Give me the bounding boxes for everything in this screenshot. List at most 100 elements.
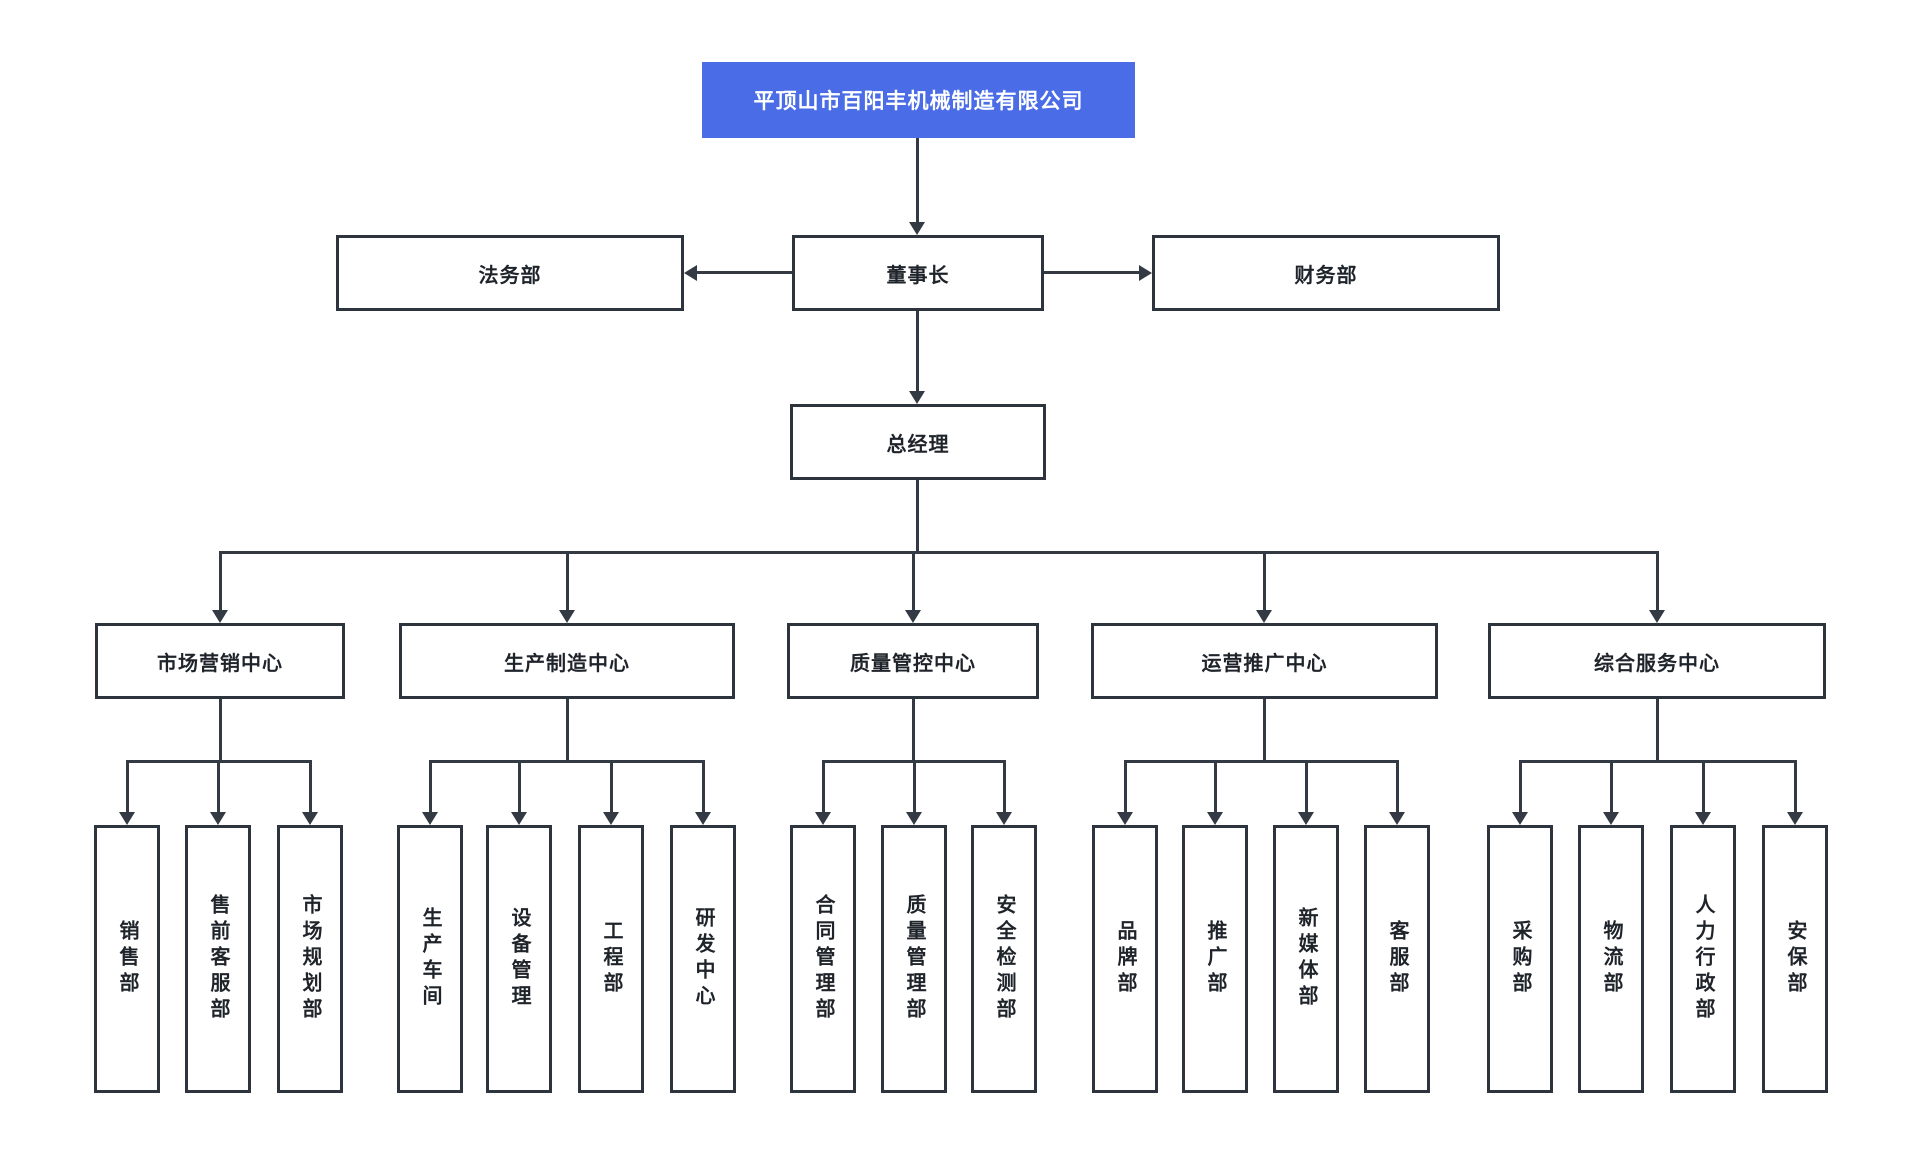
connector-operations-bar bbox=[1124, 760, 1399, 763]
node-services-center: 综合服务中心 bbox=[1488, 623, 1826, 699]
connector-drop-leaf bbox=[126, 760, 129, 813]
node-marketing-center: 市场营销中心 bbox=[95, 623, 345, 699]
arrowhead-chairman-to-finance bbox=[1139, 265, 1152, 281]
customer-service-dept-label: 客服部 bbox=[1386, 920, 1408, 998]
security-dept-label: 安保部 bbox=[1784, 920, 1806, 998]
arrowhead-drop-leaf bbox=[695, 812, 711, 825]
connector-drop-services bbox=[1656, 551, 1659, 611]
connector-drop-leaf bbox=[1702, 760, 1705, 813]
connector-services-stem bbox=[1656, 699, 1659, 763]
rnd-center-label: 研发中心 bbox=[692, 907, 714, 1011]
node-production-workshop: 生产车间 bbox=[397, 825, 463, 1093]
arrowhead-drop-leaf bbox=[119, 812, 135, 825]
connector-chairman-to-gm bbox=[916, 311, 919, 392]
connector-drop-leaf bbox=[822, 760, 825, 813]
connector-drop-leaf bbox=[1003, 760, 1006, 813]
node-customer-service-dept: 客服部 bbox=[1364, 825, 1430, 1093]
finance-dept-label: 财务部 bbox=[1294, 264, 1358, 287]
connector-services-bar bbox=[1519, 760, 1797, 763]
connector-drop-leaf bbox=[217, 760, 220, 813]
arrowhead-drop-leaf bbox=[815, 812, 831, 825]
brand-dept-label: 品牌部 bbox=[1114, 920, 1136, 998]
connector-drop-production bbox=[566, 551, 569, 611]
hr-admin-dept-label: 人力行政部 bbox=[1692, 894, 1714, 1024]
arrowhead-drop-leaf bbox=[422, 812, 438, 825]
arrowhead-drop-quality bbox=[905, 610, 921, 623]
operations-center-label: 运营推广中心 bbox=[1201, 652, 1328, 675]
arrowhead-chairman-to-legal bbox=[684, 265, 697, 281]
connector-drop-leaf bbox=[1124, 760, 1127, 813]
arrowhead-drop-leaf bbox=[302, 812, 318, 825]
connector-drop-quality bbox=[912, 551, 915, 611]
node-safety-inspection-dept: 安全检测部 bbox=[971, 825, 1037, 1093]
connector-drop-operations bbox=[1263, 551, 1266, 611]
arrowhead-drop-leaf bbox=[1512, 812, 1528, 825]
node-brand-dept: 品牌部 bbox=[1092, 825, 1158, 1093]
arrowhead-drop-leaf bbox=[1787, 812, 1803, 825]
connector-distribution-bar bbox=[219, 551, 1659, 554]
engineering-dept-label: 工程部 bbox=[600, 920, 622, 998]
connector-quality-stem bbox=[912, 699, 915, 763]
connector-drop-leaf bbox=[913, 760, 916, 813]
arrowhead-drop-leaf bbox=[1298, 812, 1314, 825]
arrowhead-drop-leaf bbox=[906, 812, 922, 825]
promotion-dept-label: 推广部 bbox=[1204, 920, 1226, 998]
node-contract-management-dept: 合同管理部 bbox=[790, 825, 856, 1093]
connector-chairman-to-legal bbox=[697, 271, 792, 274]
production-workshop-label: 生产车间 bbox=[419, 907, 441, 1011]
safety-inspection-dept-label: 安全检测部 bbox=[993, 894, 1015, 1024]
connector-gm-stem bbox=[916, 480, 919, 554]
connector-marketing-stem bbox=[219, 699, 222, 763]
node-engineering-dept: 工程部 bbox=[578, 825, 644, 1093]
connector-drop-leaf bbox=[1794, 760, 1797, 813]
arrowhead-drop-leaf bbox=[1207, 812, 1223, 825]
node-production-center: 生产制造中心 bbox=[399, 623, 735, 699]
company-root-label: 平顶山市百阳丰机械制造有限公司 bbox=[753, 90, 1084, 113]
node-operations-center: 运营推广中心 bbox=[1091, 623, 1438, 699]
arrowhead-drop-marketing bbox=[212, 610, 228, 623]
production-center-label: 生产制造中心 bbox=[504, 652, 630, 675]
contract-management-dept-label: 合同管理部 bbox=[812, 894, 834, 1024]
procurement-dept-label: 采购部 bbox=[1509, 920, 1531, 998]
arrowhead-drop-leaf bbox=[210, 812, 226, 825]
arrowhead-chairman-to-gm bbox=[909, 391, 925, 404]
connector-operations-stem bbox=[1263, 699, 1266, 763]
sales-dept-label: 销售部 bbox=[116, 920, 138, 998]
node-company-root: 平顶山市百阳丰机械制造有限公司 bbox=[702, 62, 1135, 138]
equipment-management-label: 设备管理 bbox=[508, 907, 530, 1011]
market-planning-dept-label: 市场规划部 bbox=[299, 894, 321, 1024]
marketing-center-label: 市场营销中心 bbox=[157, 652, 283, 675]
chairman-label: 董事长 bbox=[886, 264, 950, 287]
node-chairman: 董事长 bbox=[792, 235, 1044, 311]
arrowhead-drop-leaf bbox=[1117, 812, 1133, 825]
arrowhead-drop-leaf bbox=[1603, 812, 1619, 825]
node-finance-dept: 财务部 bbox=[1152, 235, 1500, 311]
node-new-media-dept: 新媒体部 bbox=[1273, 825, 1339, 1093]
node-equipment-management: 设备管理 bbox=[486, 825, 552, 1093]
connector-drop-marketing bbox=[219, 551, 222, 611]
connector-drop-leaf bbox=[1519, 760, 1522, 813]
node-market-planning-dept: 市场规划部 bbox=[277, 825, 343, 1093]
arrowhead-drop-leaf bbox=[996, 812, 1012, 825]
node-promotion-dept: 推广部 bbox=[1182, 825, 1248, 1093]
connector-root-to-chairman bbox=[916, 138, 919, 223]
node-quality-management-dept: 质量管理部 bbox=[881, 825, 947, 1093]
arrowhead-root-to-chairman bbox=[909, 222, 925, 235]
arrowhead-drop-services bbox=[1649, 610, 1665, 623]
presales-service-dept-label: 售前客服部 bbox=[207, 894, 229, 1024]
arrowhead-drop-production bbox=[559, 610, 575, 623]
connector-drop-leaf bbox=[309, 760, 312, 813]
node-rnd-center: 研发中心 bbox=[670, 825, 736, 1093]
node-quality-center: 质量管控中心 bbox=[787, 623, 1039, 699]
node-sales-dept: 销售部 bbox=[94, 825, 160, 1093]
connector-drop-leaf bbox=[1396, 760, 1399, 813]
node-presales-service-dept: 售前客服部 bbox=[185, 825, 251, 1093]
services-center-label: 综合服务中心 bbox=[1594, 652, 1720, 675]
logistics-dept-label: 物流部 bbox=[1600, 920, 1622, 998]
arrowhead-drop-leaf bbox=[1695, 812, 1711, 825]
connector-drop-leaf bbox=[518, 760, 521, 813]
connector-chairman-to-finance bbox=[1044, 271, 1139, 274]
arrowhead-drop-leaf bbox=[603, 812, 619, 825]
node-logistics-dept: 物流部 bbox=[1578, 825, 1644, 1093]
